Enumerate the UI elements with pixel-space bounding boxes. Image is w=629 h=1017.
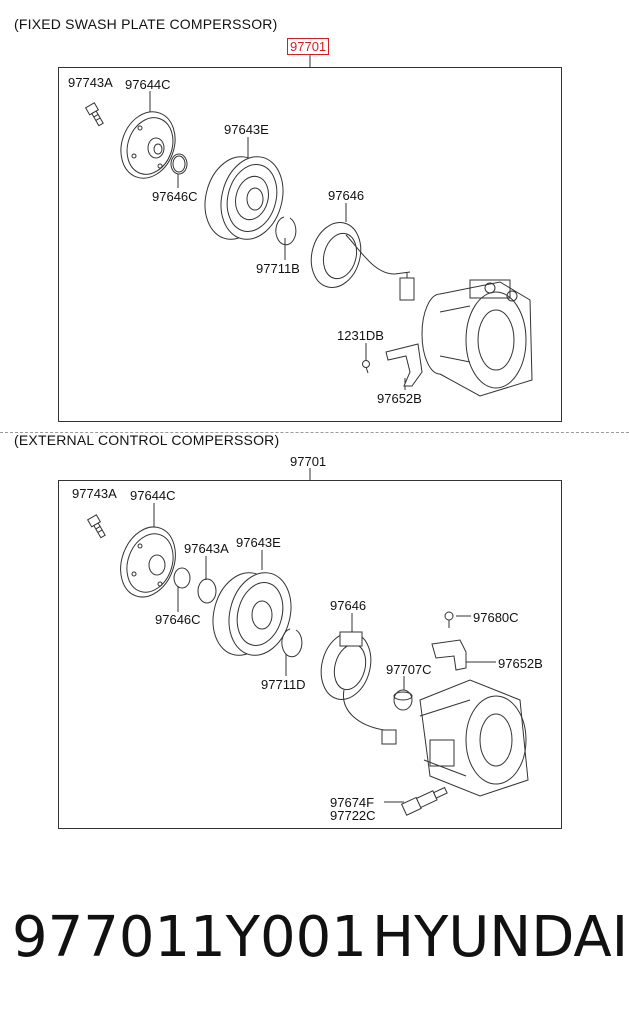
label2-sensor-b[interactable]: 97722C (330, 808, 376, 823)
label-snap-ring[interactable]: 97711B (256, 261, 300, 276)
field-coil-2 (320, 631, 397, 745)
snap-ring-2 (281, 628, 303, 658)
label2-sensor-a[interactable]: 97674F (330, 795, 375, 810)
label-bolt[interactable]: 97743A (68, 75, 113, 90)
footer-brand: HYUNDAI (372, 905, 629, 970)
control-valve-2 (393, 689, 413, 711)
label-bracket[interactable]: 97652B (377, 391, 422, 406)
shim-ring-1 (170, 153, 188, 175)
section2-title: (EXTERNAL CONTROL COMPERSSOR) (14, 432, 280, 448)
label2-hub[interactable]: 97644C (130, 488, 176, 503)
section1-frame (58, 67, 562, 422)
section1-title: (FIXED SWASH PLATE COMPERSSOR) (14, 16, 278, 32)
compressor-body-2 (419, 679, 529, 797)
label2-screw[interactable]: 97680C (473, 610, 519, 625)
label2-coil[interactable]: 97646 (330, 598, 367, 613)
highlighted-part-number[interactable]: 97701 (287, 38, 330, 55)
footer-part-number: 977011Y001 (12, 905, 367, 970)
screw-2 (444, 611, 454, 621)
compressor-body-1 (421, 279, 533, 397)
label2-shim[interactable]: 97646C (155, 612, 201, 627)
pressure-sensor-2 (400, 786, 448, 816)
section1-assembly-number[interactable]: 97701 (287, 38, 330, 55)
section2-frame (58, 480, 562, 829)
label2-pulley[interactable]: 97643E (236, 535, 281, 550)
label2-valve[interactable]: 97707C (386, 662, 432, 677)
bolt-part-1 (84, 102, 104, 127)
bracket-1 (385, 343, 423, 387)
label-shim[interactable]: 97646C (152, 189, 198, 204)
snap-ring-1 (275, 216, 297, 246)
label-pulley[interactable]: 97643E (224, 122, 269, 137)
bracket-2 (431, 639, 467, 671)
label-screw[interactable]: 1231DB (337, 328, 384, 343)
label2-bracket[interactable]: 97652B (498, 656, 543, 671)
field-coil-1 (310, 222, 415, 301)
hub-plate-2 (120, 526, 176, 598)
hub-plate-1 (120, 111, 176, 179)
bolt-part-2 (86, 514, 106, 539)
section-divider (0, 432, 629, 433)
screw-1 (362, 360, 370, 368)
label2-snap-ring[interactable]: 97711D (261, 677, 306, 692)
label-coil[interactable]: 97646 (328, 188, 365, 203)
label2-bolt[interactable]: 97743A (72, 486, 117, 501)
label2-ring[interactable]: 97643A (184, 541, 229, 556)
pulley-1 (204, 156, 284, 240)
pulley-2 (212, 572, 292, 656)
label-hub[interactable]: 97644C (125, 77, 171, 92)
section2-assembly-number[interactable]: 97701 (290, 454, 327, 469)
shim-ring-2 (173, 567, 191, 589)
ring-2 (197, 578, 217, 604)
